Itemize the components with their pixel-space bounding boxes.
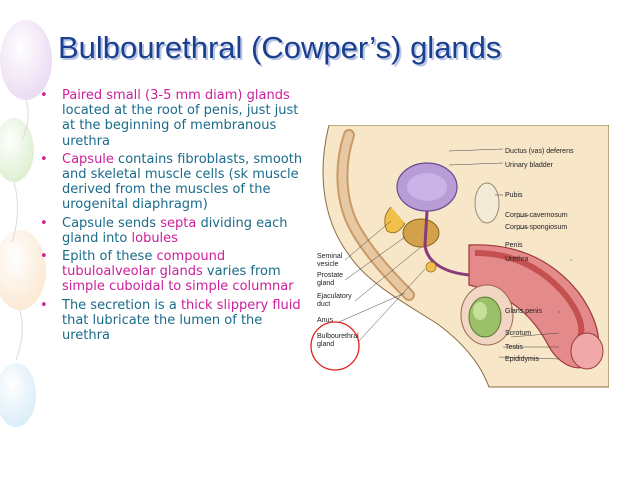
bullet-dot: •: [40, 151, 48, 167]
bullet-item: • The secretion is a thick slippery fluid…: [34, 298, 314, 344]
highlighted-term: Capsule: [62, 151, 114, 167]
figure-label: gland: [317, 341, 334, 348]
figure-label: Ejaculatory: [317, 293, 352, 300]
figure-label: Urethra: [505, 256, 528, 263]
bullet-dot: •: [40, 215, 48, 231]
figure-label: Anus: [317, 317, 333, 324]
bullet-item: • Paired small (3-5 mm diam) glands locat…: [34, 88, 314, 149]
figure-label: Urinary bladder: [505, 162, 554, 169]
highlighted-term: Paired small (3-5 mm diam) glands: [62, 88, 290, 103]
balloon-decoration: [0, 20, 52, 427]
bullet-text: contains fibroblasts, smooth and skeleta…: [62, 151, 303, 213]
bullet-text: Epith of these: [62, 249, 157, 265]
bullet-item: • Epith of these compound tubuloalveolar …: [34, 249, 314, 295]
figure-label: Testis: [505, 344, 523, 351]
figure-label: gland: [317, 280, 334, 287]
figure-label: Prostate: [317, 272, 343, 279]
bullet-dot: •: [40, 88, 48, 103]
figure-label: Corpus spongiosum: [505, 224, 567, 231]
figure-label: Epididymis: [505, 356, 539, 363]
bullet-text: that lubricate the lumen of the urethra: [62, 312, 263, 344]
bullet-list: • Paired small (3-5 mm diam) glands locat…: [34, 88, 314, 346]
bullet-text: The secretion is a: [62, 297, 181, 313]
figure-label: Scrotum: [505, 330, 531, 337]
bullet-dot: •: [40, 249, 48, 265]
figure-label: Seminal: [317, 253, 343, 260]
figure-label: Penis: [505, 242, 523, 249]
slide-title: Bulbourethral (Cowper’s) glands: [58, 30, 502, 65]
highlight-circle: [310, 321, 360, 371]
bullet-text: varies from: [202, 264, 281, 280]
highlighted-term: septa: [160, 215, 197, 231]
figure-label: Glans penis: [505, 308, 542, 315]
bullet-text: located at the root of penis, just just …: [62, 103, 299, 149]
bullet-item: • Capsule sends septa dividing each gland…: [34, 216, 314, 246]
bullet-dot: •: [40, 297, 48, 313]
highlighted-term: simple cuboidal to simple columnar: [62, 279, 294, 295]
bullet-text: Capsule sends: [62, 215, 161, 231]
highlighted-term: compound tubuloalveolar glands: [62, 249, 226, 280]
bullet-item: • Capsule contains fibroblasts, smooth an…: [34, 152, 314, 213]
figure-label: duct: [317, 301, 330, 308]
figure-label: Pubis: [505, 192, 523, 199]
figure-label: Ductus (vas) deferens: [505, 148, 574, 155]
highlighted-term: thick slippery fluid: [180, 297, 301, 313]
figure-label: vesicle: [317, 261, 339, 268]
figure-label: Corpus cavernosum: [505, 212, 568, 219]
highlighted-term: lobules: [131, 230, 178, 246]
bullet-text: dividing each gland into: [62, 215, 288, 246]
figure-labels-left: SeminalvesicleProstateglandEjaculatorydu…: [317, 253, 359, 348]
figure-label: Bulbourethral: [317, 333, 359, 340]
